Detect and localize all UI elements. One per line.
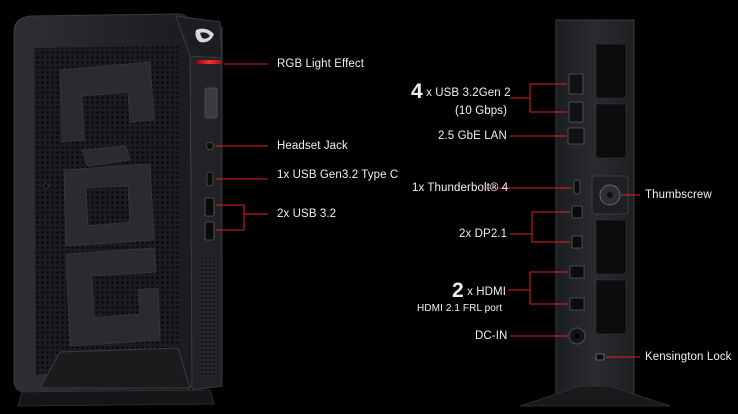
rear-callout-lines — [486, 83, 640, 358]
rear-stand — [519, 385, 671, 407]
dp-port-1 — [571, 205, 583, 219]
label-hdmi-count: 2 x HDMI — [452, 279, 507, 302]
label-thumbscrew: Thumbscrew — [645, 189, 712, 201]
lan-port — [567, 127, 585, 145]
hdmi-count-number: 2 — [452, 279, 464, 302]
label-kensington: Kensington Lock — [645, 351, 732, 363]
rear-usb-2 — [568, 101, 584, 123]
thunderbolt-port — [573, 179, 581, 195]
usb-a-port-2 — [204, 221, 215, 241]
usb-count-number: 4 — [411, 80, 423, 103]
label-dp: 2x DP2.1 — [459, 228, 508, 240]
hdmi-port-2 — [569, 297, 585, 311]
front-stand — [39, 347, 191, 389]
usb-a-port-1 — [204, 197, 215, 217]
label-dc-in: DC-IN — [475, 330, 508, 342]
power-button[interactable] — [204, 87, 218, 119]
label-lan: 2.5 GbE LAN — [438, 130, 507, 142]
label-usb-32: 2x USB 3.2 — [277, 208, 337, 220]
usb-count-text: x USB 3.2Gen 2 — [426, 87, 511, 99]
label-usb-count: 4 x USB 3.2Gen 2 — [411, 80, 511, 103]
rog-mesh-letters — [59, 61, 161, 347]
front-callout-lines — [216, 63, 268, 231]
front-device — [13, 13, 223, 407]
usb-c-port — [206, 171, 214, 187]
label-usb-speed: (10 Gbps) — [455, 105, 508, 117]
label-usb-c: 1x USB Gen3.2 Type C — [277, 169, 399, 181]
hdmi-port-1 — [569, 265, 585, 279]
headset-jack — [206, 142, 214, 150]
dp-port-2 — [571, 235, 583, 249]
label-headset-jack: Headset Jack — [277, 140, 348, 152]
kensington-slot — [595, 353, 605, 361]
hdmi-count-text: x HDMI — [467, 286, 507, 298]
rear-device — [519, 19, 671, 407]
label-hdmi-sub: HDMI 2.1 FRL port — [417, 303, 503, 314]
rgb-light-bar — [196, 60, 222, 64]
label-rgb-light-effect: RGB Light Effect — [277, 58, 365, 70]
label-thunderbolt: 1x Thunderbolt® 4 — [412, 182, 509, 194]
rear-usb-1 — [568, 73, 584, 95]
